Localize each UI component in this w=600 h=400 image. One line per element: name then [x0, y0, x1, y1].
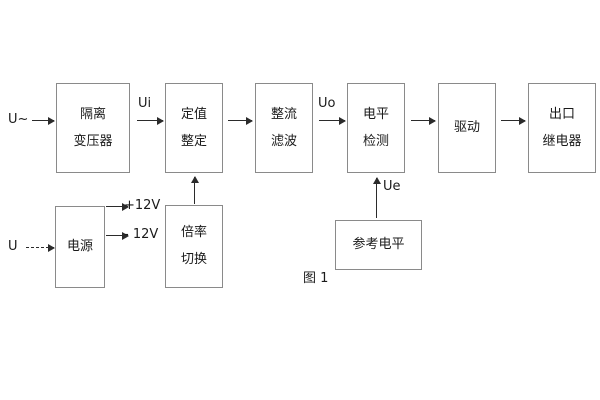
block-multiplier-switch-line1: 倍率 [180, 225, 207, 241]
block-isolation-transformer-line2: 变压器 [73, 133, 113, 149]
ac-input-label: U~ [8, 112, 29, 127]
block-setting-value-line1: 定值 [180, 106, 207, 122]
block-rectify-filter-line1: 整流 [270, 106, 297, 122]
rail-positive-label: +12V [124, 198, 161, 213]
block-drive: 驱动 [438, 83, 496, 173]
block-reference-level-line1: 参考电平 [352, 237, 405, 253]
signal-ue-label: Ue [383, 179, 401, 194]
signal-uo-label: Uo [318, 96, 336, 111]
block-setting-value: 定值 整定 [165, 83, 223, 173]
block-output-relay-line1: 出口 [548, 106, 575, 122]
block-multiplier-switch: 倍率 切换 [165, 205, 223, 288]
block-multiplier-switch-line2: 切换 [180, 252, 207, 267]
block-setting-value-line2: 整定 [180, 133, 207, 149]
arrow-rail-positive [106, 202, 129, 211]
block-rectify-filter: 整流 滤波 [255, 83, 313, 173]
block-level-detection-line2: 检测 [362, 133, 389, 149]
block-output-relay-line2: 继电器 [542, 133, 582, 149]
arrow-rectify-to-level [319, 116, 346, 125]
block-power-supply-line1: 电源 [66, 239, 93, 255]
block-reference-level: 参考电平 [335, 220, 422, 270]
arrow-transformer-to-setting [137, 116, 164, 125]
signal-ui-label: Ui [138, 96, 152, 111]
arrow-rail-negative [106, 231, 129, 240]
dc-input-label: U [8, 239, 18, 254]
arrow-ac-to-transformer [32, 116, 55, 125]
block-power-supply: 电源 [55, 206, 105, 288]
block-rectify-filter-line2: 滤波 [270, 133, 297, 149]
arrow-dc-to-power-supply [26, 244, 55, 252]
block-isolation-transformer-line1: 隔离 [79, 106, 106, 122]
arrow-level-to-drive [411, 116, 436, 125]
arrow-drive-to-relay [501, 116, 526, 125]
block-drive-line1: 驱动 [453, 120, 480, 136]
arrow-setting-to-rectify [228, 116, 253, 125]
block-isolation-transformer: 隔离 变压器 [56, 83, 130, 173]
block-output-relay: 出口 继电器 [528, 83, 596, 173]
block-level-detection-line1: 电平 [362, 106, 389, 122]
arrow-multiplier-to-setting [190, 176, 199, 204]
figure-caption: 图 1 [303, 271, 329, 286]
block-level-detection: 电平 检测 [347, 83, 405, 173]
rail-negative-label: - 12V [124, 227, 159, 242]
arrow-reference-to-level [372, 177, 381, 218]
